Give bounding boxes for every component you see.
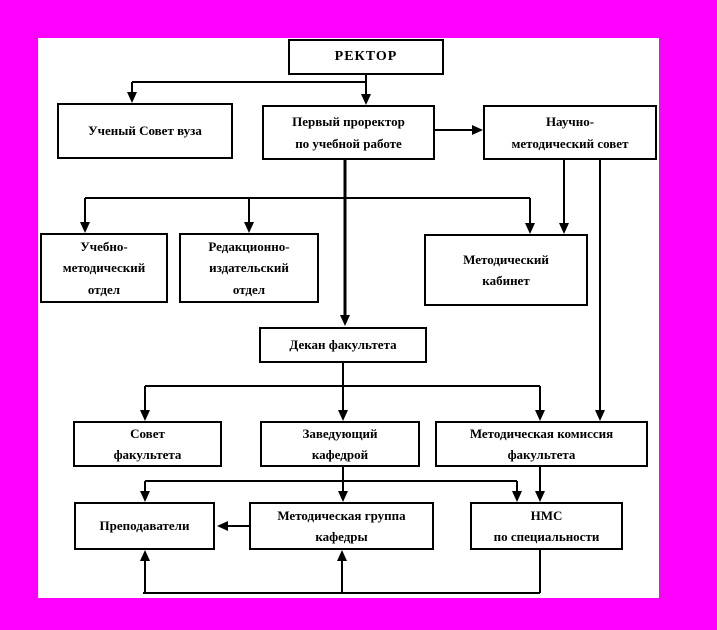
node-nms-po-specialnosti: НМС по специальности (470, 502, 623, 550)
node-metodicheskaya-gruppa: Методическая группа кафедры (249, 502, 434, 550)
node-uchebno-metodicheskiy-otdel: Учебно- методический отдел (40, 233, 168, 303)
node-uchenyi-sovet-vuza: Ученый Совет вуза (57, 103, 233, 159)
node-nauchno-metodicheskiy-sovet: Научно- методический совет (483, 105, 657, 160)
node-rektor: РЕКТОР (288, 39, 444, 75)
node-dekan-fakulteta: Декан факультета (259, 327, 427, 363)
node-metodicheskaya-komissiya: Методическая комиссия факультета (435, 421, 648, 467)
node-metodicheskiy-kabinet: Методический кабинет (424, 234, 588, 306)
node-sovet-fakulteta: Совет факультета (73, 421, 222, 467)
node-redakcionno-izdatelskiy-otdel: Редакционно- издательский отдел (179, 233, 319, 303)
node-pervyi-prorektor: Первый проректор по учебной работе (262, 105, 435, 160)
node-prepodavateli: Преподаватели (74, 502, 215, 550)
node-zaveduyushchiy-kafedroy: Заведующий кафедрой (260, 421, 420, 467)
